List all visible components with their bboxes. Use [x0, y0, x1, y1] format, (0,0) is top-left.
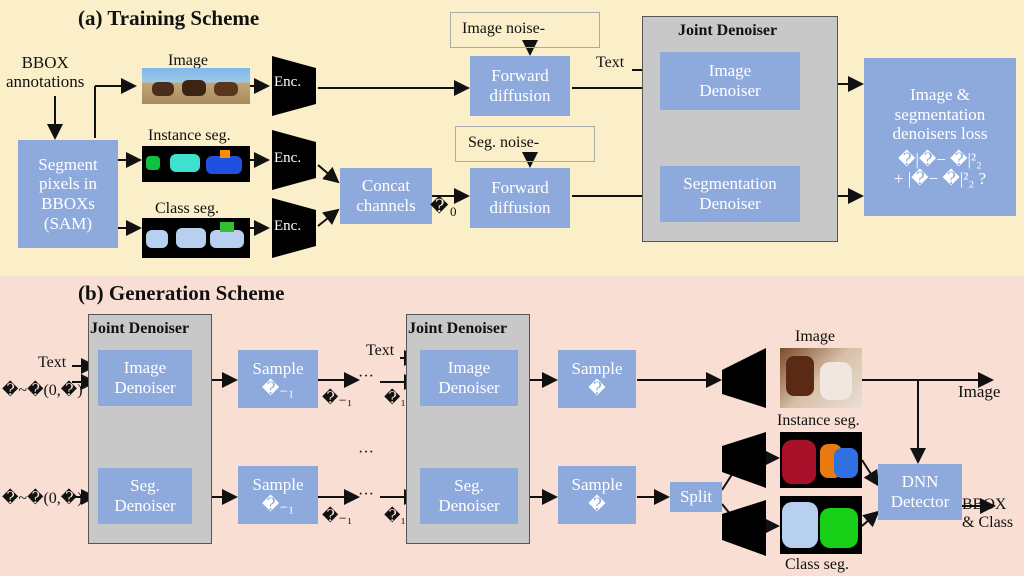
sample-bottom: Sample � [558, 466, 636, 524]
loss-box: Image & segmentation denoisers loss �|�−… [864, 58, 1016, 216]
train-class-label: Class seg. [155, 200, 219, 217]
ellipsis-mid: ··· [358, 444, 374, 461]
generation-title: (b) Generation Scheme [78, 281, 285, 305]
joint-denoiser-title: Joint Denoiser [678, 22, 778, 39]
forward-diffusion-image: Forward diffusion [470, 56, 570, 116]
output-bbox-label: BBOX & Class [962, 496, 1014, 531]
noise-init-bottom: �~�(0,�) [2, 490, 83, 507]
z0-sub: 0 [450, 204, 457, 219]
sample-prev-bottom: Sample �₋₁ [238, 466, 318, 524]
output-image-label: Image [958, 382, 1001, 401]
class-seg-image [142, 218, 250, 258]
train-text-label: Text [596, 54, 625, 71]
encoder-2: Enc. [274, 150, 302, 166]
bbox-annotations-label: BBOX annotations [6, 53, 85, 91]
sample-top: Sample � [558, 350, 636, 408]
encoder-3: Enc. [274, 218, 302, 234]
gen-text-label-2: Text [366, 342, 395, 359]
ellipsis-bottom: ··· [358, 486, 374, 503]
z0-glyph: � [430, 196, 449, 216]
ellipsis-top: ··· [358, 368, 374, 385]
joint-denoiser-gen-2-title: Joint Denoiser [408, 320, 508, 337]
sample-prev-top: Sample �₋₁ [238, 350, 318, 408]
gen-image-label: Image [795, 328, 835, 345]
train-image-label: Image [168, 52, 208, 69]
seg-denoiser-gen-1: Seg. Denoiser [98, 468, 192, 524]
image-noise-label: Image noise- [462, 20, 546, 37]
t1-bottom: �₁ [384, 508, 406, 525]
gen-instance-label: Instance seg. [777, 412, 860, 429]
seg-denoiser-gen-2: Seg. Denoiser [420, 468, 518, 524]
dnn-detector-box: DNN Detector [878, 464, 962, 520]
gen-text-label-1: Text [38, 354, 67, 371]
image-denoiser-train: Image Denoiser [660, 52, 800, 110]
gen-instance-seg [780, 432, 862, 488]
joint-denoiser-gen-1-title: Joint Denoiser [90, 320, 190, 337]
instance-seg-image [142, 146, 250, 182]
forward-diffusion-seg: Forward diffusion [470, 168, 570, 228]
split-box: Split [670, 482, 722, 512]
generated-image [780, 348, 862, 408]
t-minus-1-bottom: �₋₁ [322, 508, 353, 525]
training-title: (a) Training Scheme [78, 6, 260, 30]
encoder-1: Enc. [274, 74, 302, 90]
loss-title: Image & segmentation denoisers loss [892, 85, 988, 144]
seg-denoiser-train: Segmentation Denoiser [660, 166, 800, 222]
noise-init-top: �~�(0,�) [2, 382, 83, 399]
loss-eq-2: + |�− �|²₂ ? [893, 169, 987, 189]
concat-channels-box: Concat channels [340, 168, 432, 224]
gen-class-seg [780, 496, 862, 554]
t1-top: �₁ [384, 390, 406, 407]
train-instance-label: Instance seg. [148, 127, 231, 144]
race-image [142, 68, 250, 104]
image-denoiser-gen-2: Image Denoiser [420, 350, 518, 406]
segment-pixels-box: Segment pixels in BBOXs (SAM) [18, 140, 118, 248]
loss-eq-1: �|�− �|²₂ [898, 149, 982, 169]
t-minus-1-top: �₋₁ [322, 390, 353, 407]
gen-class-label: Class seg. [785, 556, 849, 573]
seg-noise-label: Seg. noise- [468, 134, 540, 151]
image-denoiser-gen-1: Image Denoiser [98, 350, 192, 406]
